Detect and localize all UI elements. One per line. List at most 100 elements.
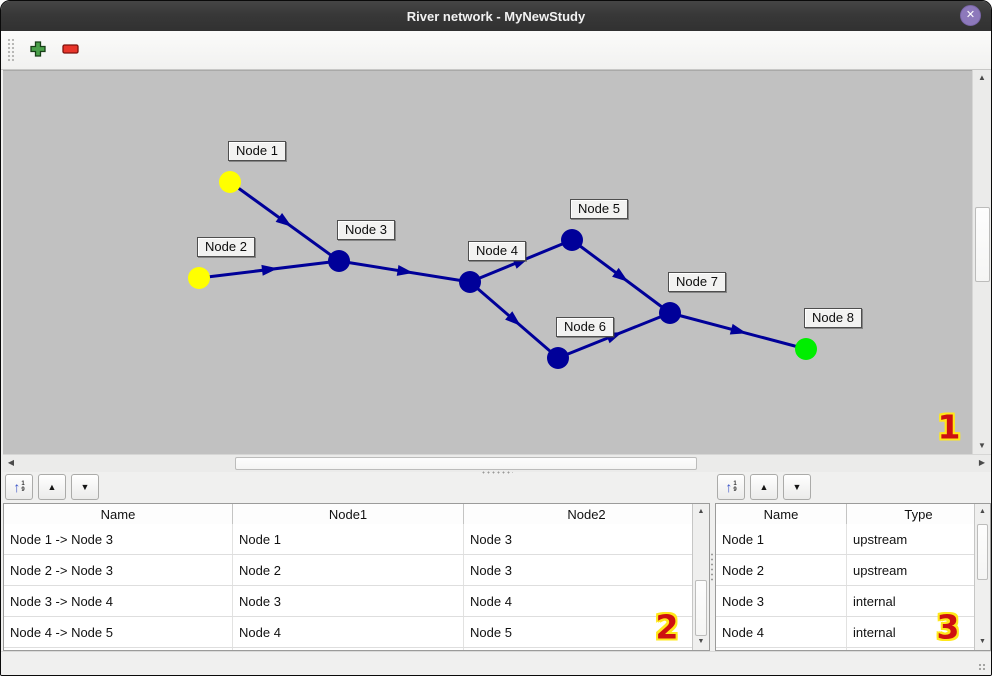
network-node[interactable] bbox=[547, 347, 569, 369]
table-cell: Node 4 -> Node 5 bbox=[4, 617, 233, 647]
table-cell bbox=[716, 648, 847, 650]
node-label: Node 2 bbox=[197, 237, 255, 257]
scroll-thumb[interactable] bbox=[695, 580, 707, 636]
edge-arrow-icon bbox=[275, 212, 292, 227]
table-cell: Node 4 bbox=[470, 593, 512, 609]
network-node[interactable] bbox=[188, 267, 210, 289]
canvas-panel-splitter[interactable] bbox=[3, 471, 991, 474]
table-cell bbox=[233, 648, 464, 650]
scroll-down-icon[interactable]: ▼ bbox=[978, 441, 986, 450]
nodes-sort-button[interactable]: ↑ 1 9 bbox=[717, 474, 745, 500]
column-header[interactable]: Name bbox=[4, 504, 233, 524]
scroll-up-icon[interactable]: ▲ bbox=[978, 73, 986, 82]
canvas-horizontal-scrollbar[interactable]: ◀ ▶ bbox=[3, 454, 991, 472]
edge-arrow-icon bbox=[729, 323, 747, 335]
up-triangle-icon: ▲ bbox=[759, 481, 769, 492]
network-node[interactable] bbox=[795, 338, 817, 360]
network-node[interactable] bbox=[328, 250, 350, 272]
table-cell: Node 2 bbox=[716, 555, 847, 585]
table-cell: upstream bbox=[853, 562, 908, 578]
horizontal-scroll-thumb[interactable] bbox=[235, 457, 697, 470]
table-cell bbox=[4, 648, 233, 650]
table-row[interactable]: Node 4 internal bbox=[716, 617, 990, 648]
node-label: Node 6 bbox=[556, 317, 614, 337]
plus-icon bbox=[30, 40, 46, 60]
scroll-up-icon[interactable]: ▲ bbox=[979, 508, 986, 515]
sort-numeric-icon: ↑ 1 9 bbox=[13, 479, 25, 495]
table-cell: Node 3 bbox=[470, 531, 512, 547]
table-cell: Node 3 bbox=[716, 586, 847, 616]
scroll-thumb[interactable] bbox=[977, 524, 988, 580]
node-label: Node 4 bbox=[468, 241, 526, 261]
scroll-left-icon[interactable]: ◀ bbox=[7, 458, 15, 467]
annotation-3: 3 bbox=[936, 607, 960, 647]
links-table-toolbar: ↑ 1 9 ▲ ▼ bbox=[5, 474, 99, 500]
nodes-table-scrollbar[interactable]: ▲ ▼ bbox=[974, 504, 990, 650]
annotation-2: 2 bbox=[655, 607, 679, 647]
down-triangle-icon: ▼ bbox=[80, 481, 90, 492]
nodes-move-down-button[interactable]: ▼ bbox=[783, 474, 811, 500]
column-header[interactable]: Node1 bbox=[233, 504, 464, 524]
table-row[interactable]: Node 3 internal bbox=[716, 586, 990, 617]
table-cell: Node 2 -> Node 3 bbox=[4, 555, 233, 585]
down-triangle-icon: ▼ bbox=[792, 481, 802, 492]
links-table-scrollbar[interactable]: ▲ ▼ bbox=[692, 504, 709, 650]
node-label: Node 1 bbox=[228, 141, 286, 161]
links-sort-button[interactable]: ↑ 1 9 bbox=[5, 474, 33, 500]
window-title: River network - MyNewStudy bbox=[406, 8, 586, 24]
network-node[interactable] bbox=[659, 302, 681, 324]
table-cell bbox=[847, 648, 990, 650]
scroll-down-icon[interactable]: ▼ bbox=[979, 638, 986, 645]
vertical-scroll-thumb[interactable] bbox=[975, 207, 990, 282]
table-cell: upstream bbox=[853, 531, 908, 547]
scroll-down-icon[interactable]: ▼ bbox=[697, 638, 705, 645]
resize-grip[interactable] bbox=[978, 663, 987, 672]
table-row[interactable] bbox=[4, 648, 709, 650]
toolbar-drag-handle[interactable] bbox=[7, 38, 14, 62]
column-header[interactable]: Type bbox=[904, 506, 933, 522]
table-cell bbox=[464, 648, 709, 650]
table-cell: Node 1 bbox=[233, 524, 464, 554]
remove-node-button[interactable] bbox=[56, 36, 86, 64]
network-node[interactable] bbox=[561, 229, 583, 251]
add-node-button[interactable] bbox=[23, 36, 53, 64]
nodes-table-header-row: Name Type bbox=[716, 504, 990, 525]
annotation-1: 1 bbox=[937, 407, 961, 447]
titlebar[interactable]: River network - MyNewStudy ✕ bbox=[1, 1, 991, 32]
tables-splitter[interactable] bbox=[710, 552, 714, 582]
table-cell: Node 2 bbox=[233, 555, 464, 585]
table-cell: Node 1 -> Node 3 bbox=[4, 524, 233, 554]
nodes-move-up-button[interactable]: ▲ bbox=[750, 474, 778, 500]
sort-numeric-icon: ↑ 1 9 bbox=[725, 479, 737, 495]
nodes-table-toolbar: ↑ 1 9 ▲ ▼ bbox=[717, 474, 811, 500]
table-row[interactable] bbox=[716, 648, 990, 650]
column-header[interactable]: Name bbox=[716, 504, 847, 524]
scroll-right-icon[interactable]: ▶ bbox=[978, 458, 986, 467]
minus-icon bbox=[62, 43, 80, 58]
close-icon: ✕ bbox=[965, 9, 976, 21]
column-header[interactable]: Node2 bbox=[567, 506, 606, 522]
links-move-down-button[interactable]: ▼ bbox=[71, 474, 99, 500]
table-cell: Node 4 bbox=[716, 617, 847, 647]
network-node[interactable] bbox=[459, 271, 481, 293]
up-triangle-icon: ▲ bbox=[47, 481, 57, 492]
table-cell: internal bbox=[853, 593, 896, 609]
table-row[interactable]: Node 2 upstream bbox=[716, 555, 990, 586]
close-button[interactable]: ✕ bbox=[960, 5, 981, 26]
table-cell: internal bbox=[853, 624, 896, 640]
network-node[interactable] bbox=[219, 171, 241, 193]
status-bar bbox=[1, 651, 991, 675]
links-move-up-button[interactable]: ▲ bbox=[38, 474, 66, 500]
scroll-up-icon[interactable]: ▲ bbox=[697, 508, 705, 515]
canvas-vertical-scrollbar[interactable]: ▲ ▼ bbox=[972, 70, 991, 454]
node-label: Node 5 bbox=[570, 199, 628, 219]
